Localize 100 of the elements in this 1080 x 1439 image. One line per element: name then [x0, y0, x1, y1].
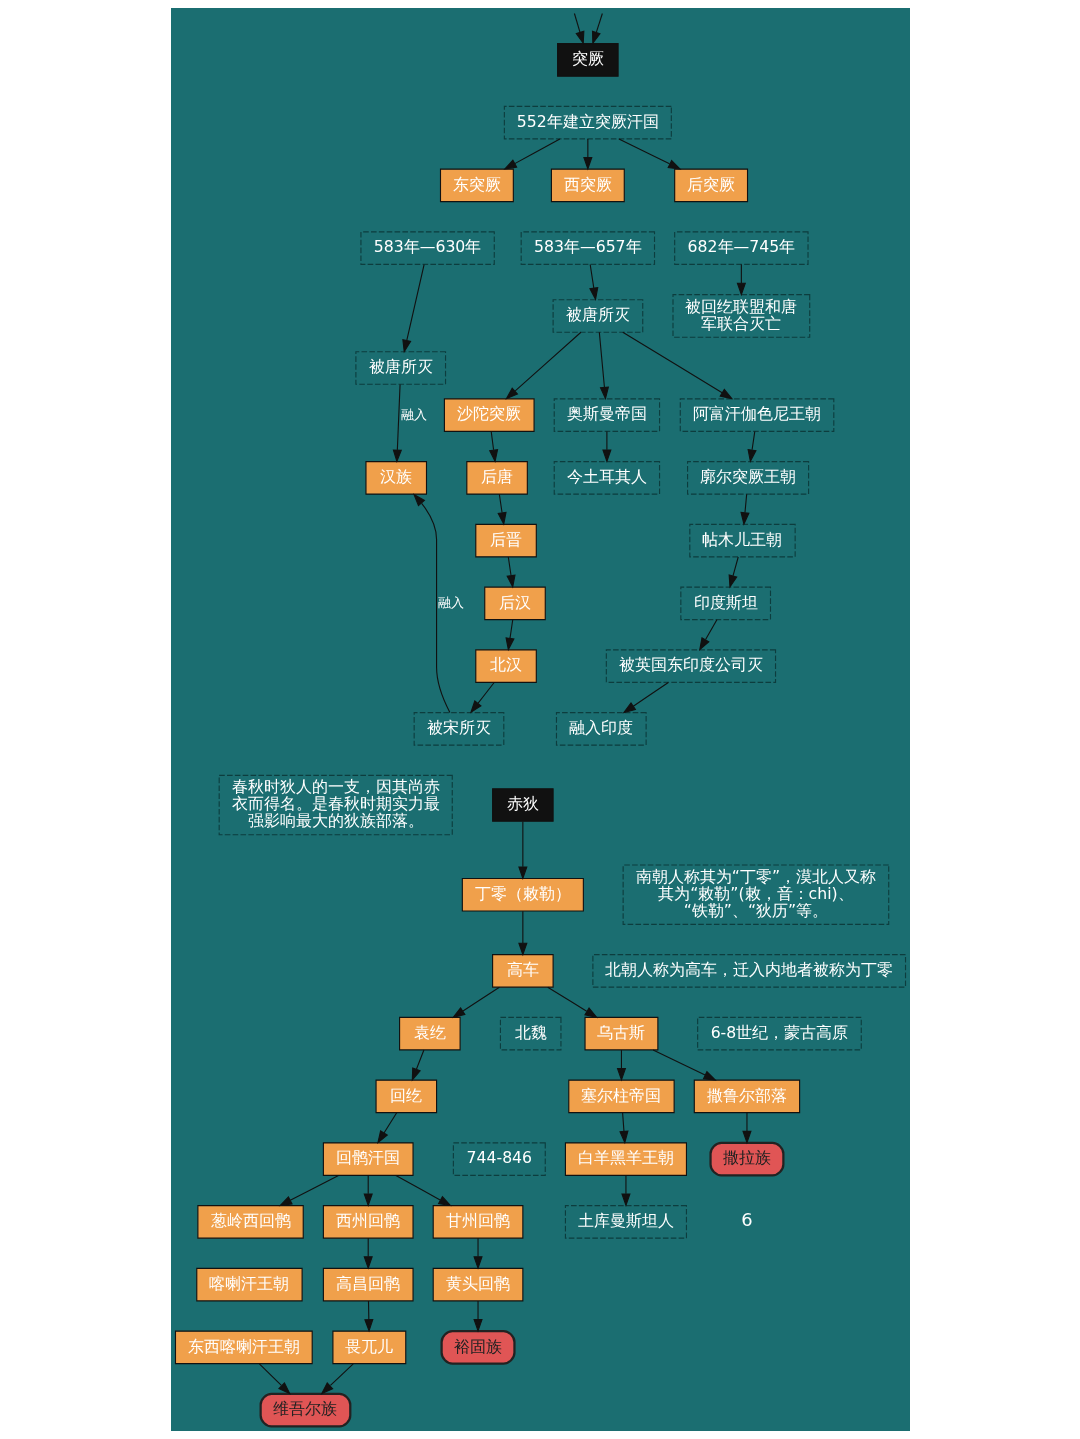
node-box: 裕固族 [440, 1330, 516, 1365]
arrow [472, 1237, 483, 1270]
arrow [469, 681, 495, 714]
node-box: 白羊黑羊王朝 [564, 1142, 687, 1176]
node-box: 融入印度 [555, 712, 647, 746]
node-box: 北魏 [499, 1016, 561, 1051]
node-box: 撒鲁尔部落 [693, 1079, 800, 1114]
arrow [517, 910, 528, 957]
node-box: 西州回鹘 [322, 1205, 414, 1239]
node-box: 乌古斯 [584, 1016, 658, 1051]
node-box: 北朝人称为高车，迁入内地者被称为丁零 [591, 954, 906, 988]
node-box: 土库曼斯坦人 [564, 1205, 687, 1239]
node-box: 畏兀儿 [331, 1330, 406, 1365]
arrow [598, 331, 609, 401]
node-box: 汉族 [364, 461, 427, 495]
node-box: 后唐 [465, 461, 528, 495]
label: 6 [740, 1209, 753, 1231]
node-box: 东突厥 [439, 168, 514, 203]
arrow [618, 1112, 629, 1145]
arrow [517, 820, 528, 880]
node-box: 北汉 [474, 649, 537, 683]
node-box: 高车 [491, 954, 554, 988]
arrow [505, 556, 516, 589]
arrow [728, 556, 739, 589]
node-box: 春秋时狄人的一支，因其尚赤衣而得名。是春秋时期实力最强影响最大的狄族部落。 [218, 774, 453, 836]
arrow [617, 138, 682, 170]
arrow [620, 1175, 631, 1207]
node-box: 东西喀喇汗王朝 [174, 1330, 313, 1365]
node-box: 丁零（敕勒） [461, 877, 584, 912]
arrow [698, 619, 717, 651]
arrow [591, 12, 603, 45]
node-box: 被唐所灭 [354, 351, 446, 385]
arrow [573, 12, 584, 45]
arrow [363, 1175, 373, 1207]
node-box: 552年建立突厥汗国 [503, 105, 672, 140]
arrow [652, 1049, 717, 1081]
node-box: 744-846 [452, 1142, 546, 1176]
node-box: 维吾尔族 [259, 1392, 351, 1428]
node-box: 南朝人称其为“丁零”，漠北人又称其为“敕勒”(敕，音：chi)、“铁勒”、“狄历”等。 [622, 864, 889, 925]
node-box: 西突厥 [550, 168, 625, 203]
node-box: 赤狄 [491, 788, 554, 822]
node-box: 塞尔柱帝国 [567, 1079, 675, 1114]
arrow [504, 619, 515, 652]
arrow [258, 1363, 291, 1395]
node-box: 甘州回鹘 [432, 1205, 523, 1239]
node-box: 葱岭西回鹘 [196, 1205, 304, 1239]
arrow [502, 138, 560, 170]
arrow [278, 1175, 339, 1207]
arrow [496, 493, 507, 526]
arrow [746, 430, 757, 463]
node-box: 今土耳其人 [553, 461, 660, 495]
arrow [741, 1112, 752, 1145]
node-box: 袁纥 [398, 1016, 461, 1051]
arrow [582, 138, 593, 171]
arrow [401, 264, 425, 354]
node-box: 回纥 [375, 1079, 437, 1114]
arrow [394, 1175, 452, 1207]
arrow [392, 384, 402, 464]
edge-label: 融入 [437, 594, 464, 610]
node-box: 沙陀突厥 [443, 398, 535, 432]
arrow [472, 1300, 483, 1333]
node-box: 阿富汗伽色尼王朝 [679, 398, 834, 432]
node-box: 583年—657年 [520, 231, 655, 265]
node-box: 高昌回鹘 [322, 1267, 414, 1302]
arrow [601, 430, 612, 463]
arrow [376, 1112, 397, 1144]
node-box: 黄头回鹘 [432, 1267, 523, 1302]
arrow [739, 493, 750, 526]
arrow [621, 331, 733, 400]
arrow [736, 263, 746, 297]
node-box: 突厥 [556, 43, 619, 77]
arrow [588, 263, 598, 301]
node-box: 被唐所灭 [552, 299, 643, 333]
arrow [451, 986, 500, 1019]
arrow [622, 681, 669, 714]
arrow [363, 1237, 373, 1270]
node-box: 后汉 [483, 586, 546, 621]
node-box: 帖木儿王朝 [688, 523, 796, 558]
node-box: 被英国东印度公司灭 [605, 649, 776, 683]
node-box: 6-8世纪，蒙古高原 [696, 1016, 862, 1051]
node-box: 喀喇汗王朝 [195, 1267, 303, 1302]
arrow [411, 1049, 424, 1082]
node-box: 奥斯曼帝国 [553, 398, 660, 432]
node-box: 被回纥联盟和唐军联合灭亡 [671, 294, 810, 338]
arrow [320, 1363, 354, 1395]
node-box: 回鹘汗国 [322, 1142, 414, 1176]
node-box: 后突厥 [673, 168, 748, 203]
arrow [488, 430, 498, 463]
arrow [546, 986, 598, 1019]
node-box: 印度斯坦 [679, 586, 771, 621]
node-box: 撒拉族 [708, 1141, 784, 1177]
edge-label: 融入 [400, 406, 427, 422]
arrow [412, 493, 450, 713]
node-box: 被宋所灭 [413, 712, 504, 746]
node-box: 后晋 [474, 523, 537, 558]
arrow [363, 1300, 374, 1333]
arrow [616, 1049, 626, 1082]
node-box: 583年—630年 [359, 231, 495, 265]
node-box: 682年—745年 [673, 231, 809, 265]
node-box: 廓尔突厥王朝 [686, 461, 809, 495]
